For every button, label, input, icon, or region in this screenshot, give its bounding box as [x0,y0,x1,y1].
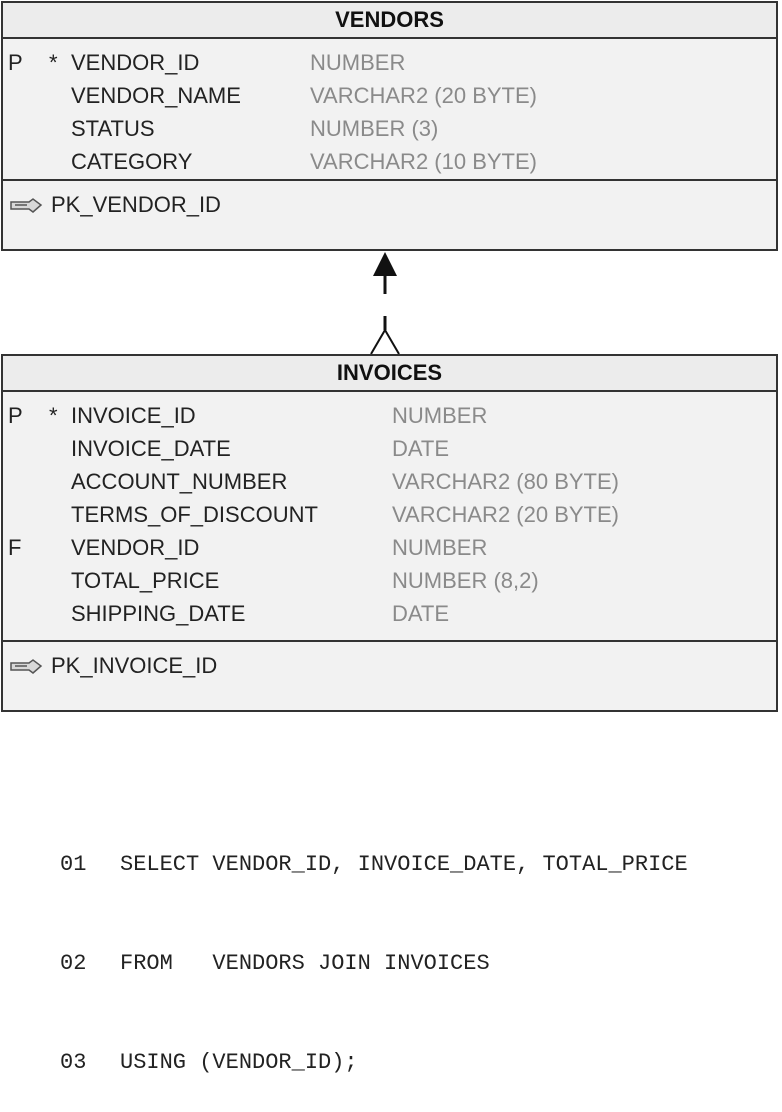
column-name: SHIPPING_DATE [71,601,246,626]
vendors-title: VENDORS [3,3,776,39]
sql-line-text: SELECT VENDOR_ID, INVOICE_DATE, TOTAL_PR… [120,852,688,877]
crows-foot-left [370,329,386,355]
column-key-flag: P [8,403,23,428]
vendors-column-row: CATEGORY VARCHAR2 (10 BYTE) [3,146,776,178]
column-required-flag: * [49,403,58,428]
column-name: ACCOUNT_NUMBER [71,469,288,494]
invoices-title: INVOICES [3,356,776,392]
vendors-entity[interactable]: VENDORS P * VENDOR_ID NUMBER VENDOR_NAME… [1,1,778,251]
invoices-column-row: ACCOUNT_NUMBER VARCHAR2 (80 BYTE) [3,466,776,498]
column-type: VARCHAR2 (20 BYTE) [392,502,619,527]
sql-line: 01 SELECT VENDOR_ID, INVOICE_DATE, TOTAL_… [60,848,688,881]
vendors-columns: P * VENDOR_ID NUMBER VENDOR_NAME VARCHAR… [3,39,776,181]
sql-line-number: 02 [60,951,87,976]
column-name: TERMS_OF_DISCOUNT [71,502,318,527]
vendors-column-row: VENDOR_NAME VARCHAR2 (20 BYTE) [3,80,776,112]
invoices-entity[interactable]: INVOICES P * INVOICE_ID NUMBER INVOICE_D… [1,354,778,712]
invoices-keys: PK_INVOICE_ID [3,642,776,702]
crows-foot-right [384,329,400,355]
column-key-flag: P [8,50,23,75]
key-index-icon [10,659,43,675]
sql-line-number: 03 [60,1050,87,1075]
vendors-pk-name: PK_VENDOR_ID [51,192,221,217]
sql-line-text: USING (VENDOR_ID); [120,1050,358,1075]
column-key-flag: F [8,535,22,560]
invoices-column-row: TERMS_OF_DISCOUNT VARCHAR2 (20 BYTE) [3,499,776,531]
invoices-column-row: TOTAL_PRICE NUMBER (8,2) [3,565,776,597]
column-name: VENDOR_NAME [71,83,241,108]
key-index-icon [10,198,43,214]
arrow-head [373,252,397,276]
column-name: INVOICE_ID [71,403,196,428]
column-type: DATE [392,601,450,626]
invoices-pk-row: PK_INVOICE_ID [9,650,217,682]
column-type: VARCHAR2 (20 BYTE) [310,83,537,108]
column-type: DATE [392,436,450,461]
sql-line-text: FROM VENDORS JOIN INVOICES [120,951,490,976]
column-name: TOTAL_PRICE [71,568,220,593]
column-type: NUMBER [392,535,488,560]
vendors-column-row: P * VENDOR_ID NUMBER [3,47,776,79]
invoices-column-row: F VENDOR_ID NUMBER [3,532,776,564]
column-type: VARCHAR2 (80 BYTE) [392,469,619,494]
sql-line-number: 01 [60,852,87,877]
column-type: NUMBER (3) [310,116,439,141]
vendors-pk-row: PK_VENDOR_ID [9,189,221,221]
column-type: NUMBER (8,2) [392,568,539,593]
vendors-column-row: STATUS NUMBER (3) [3,113,776,145]
column-name: INVOICE_DATE [71,436,231,461]
sql-line: 02 FROM VENDORS JOIN INVOICES [60,947,688,980]
vendors-keys: PK_VENDOR_ID [3,181,776,241]
column-name: STATUS [71,116,155,141]
crows-foot-arrow-icon [370,252,400,355]
column-name: VENDOR_ID [71,535,200,560]
column-type: NUMBER [392,403,488,428]
invoices-column-row: SHIPPING_DATE DATE [3,598,776,630]
column-name: VENDOR_ID [71,50,200,75]
invoices-pk-name: PK_INVOICE_ID [51,653,218,678]
column-type: VARCHAR2 (10 BYTE) [310,149,537,174]
column-required-flag: * [49,50,58,75]
sql-line: 03 USING (VENDOR_ID); [60,1046,688,1079]
column-type: NUMBER [310,50,406,75]
column-name: CATEGORY [71,149,193,174]
invoices-columns: P * INVOICE_ID NUMBER INVOICE_DATE DATE … [3,392,776,642]
invoices-column-row: INVOICE_DATE DATE [3,433,776,465]
sql-code-block: 01 SELECT VENDOR_ID, INVOICE_DATE, TOTAL_… [60,782,688,1112]
invoices-column-row: P * INVOICE_ID NUMBER [3,400,776,432]
